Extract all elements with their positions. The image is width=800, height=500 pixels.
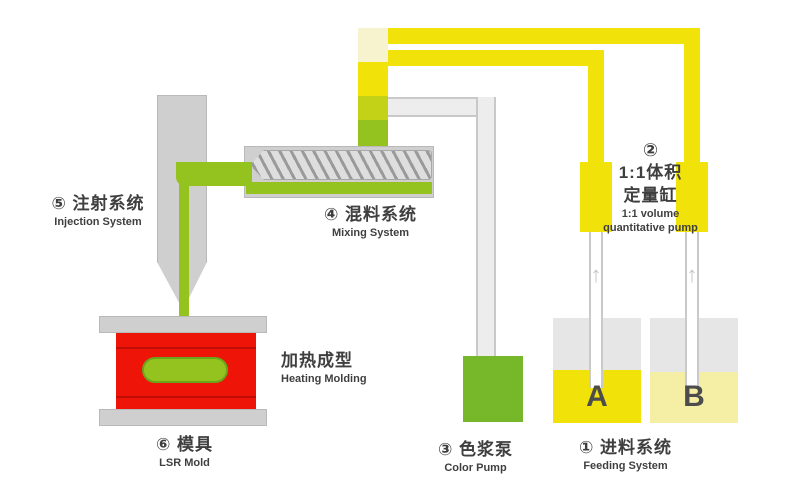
label-subtitle-line1: 1:1 volume: [621, 208, 680, 221]
heating-molding-label: 加热成型 Heating Molding: [281, 350, 411, 387]
container-a-letter: A: [586, 380, 608, 413]
mold-parting-line-bottom: [116, 396, 256, 398]
mold-parting-line-top: [116, 347, 256, 349]
flow-up-arrow-icon: ↑: [590, 262, 602, 287]
pipe-segment-pale: [358, 28, 388, 62]
color-feed-pipe-horizontal: [388, 97, 490, 117]
pipe-segment-yellow: [358, 62, 388, 96]
quant-pump-a: [580, 162, 612, 232]
molded-part: [142, 357, 228, 383]
feeding-system-label: ① 进料系统 Feeding System: [553, 437, 698, 474]
suction-pipe-b: [685, 232, 699, 388]
label-title: ③ 色浆泵: [437, 440, 514, 459]
label-subtitle: Injection System: [54, 215, 142, 228]
mold-top-plate: [99, 316, 267, 333]
pipe-segment-yellowgreen: [358, 96, 388, 120]
quantitative-pump-label: ② 1:1体积 定量缸 1:1 volume quantitative pump: [593, 139, 708, 236]
label-title: ① 进料系统: [578, 438, 673, 457]
pipe-segment-green: [358, 120, 388, 150]
label-subtitle: Mixing System: [331, 226, 410, 239]
mixed-material-downpipe: [358, 28, 388, 150]
pipe-material-b-horizontal: [374, 28, 700, 44]
injection-system-label: ⑤ 注射系统 Injection System: [28, 193, 168, 230]
label-title-line1: 1:1体积: [618, 163, 683, 183]
pipe-material-b-vertical: [684, 28, 700, 168]
melt-injection-line: [179, 184, 189, 362]
color-feed-pipe-vertical: [476, 97, 496, 359]
melt-elbow-pipe: [176, 162, 252, 186]
mold-label: ⑥ 模具 LSR Mold: [112, 434, 257, 471]
label-number: ②: [642, 140, 659, 160]
label-subtitle-line2: quantitative pump: [603, 222, 698, 235]
color-pump-body: [463, 356, 523, 422]
pipe-material-a-horizontal: [380, 50, 602, 66]
suction-pipe-a: [589, 232, 603, 388]
label-subtitle: LSR Mold: [159, 456, 210, 469]
mixer-melt-strip: [246, 182, 432, 194]
container-b-letter: B: [683, 380, 705, 413]
label-title: ⑥ 模具: [155, 435, 214, 454]
label-title: ④ 混料系统: [323, 205, 418, 224]
label-subtitle: Heating Molding: [281, 372, 367, 385]
color-pump-label: ③ 色浆泵 Color Pump: [413, 439, 538, 476]
mixer-screw: [250, 150, 432, 180]
flow-up-arrow-icon: ↑: [686, 262, 698, 287]
quant-pump-b: [676, 162, 708, 232]
label-title: ⑤ 注射系统: [51, 194, 145, 213]
label-title: 加热成型: [281, 351, 353, 370]
label-subtitle: Feeding System: [583, 459, 668, 472]
mold-bottom-plate: [99, 409, 267, 426]
label-subtitle: Color Pump: [444, 461, 507, 474]
label-title-line2: 定量缸: [623, 186, 678, 206]
mixing-system-label: ④ 混料系统 Mixing System: [303, 204, 438, 241]
pipe-material-a-vertical: [588, 50, 604, 168]
